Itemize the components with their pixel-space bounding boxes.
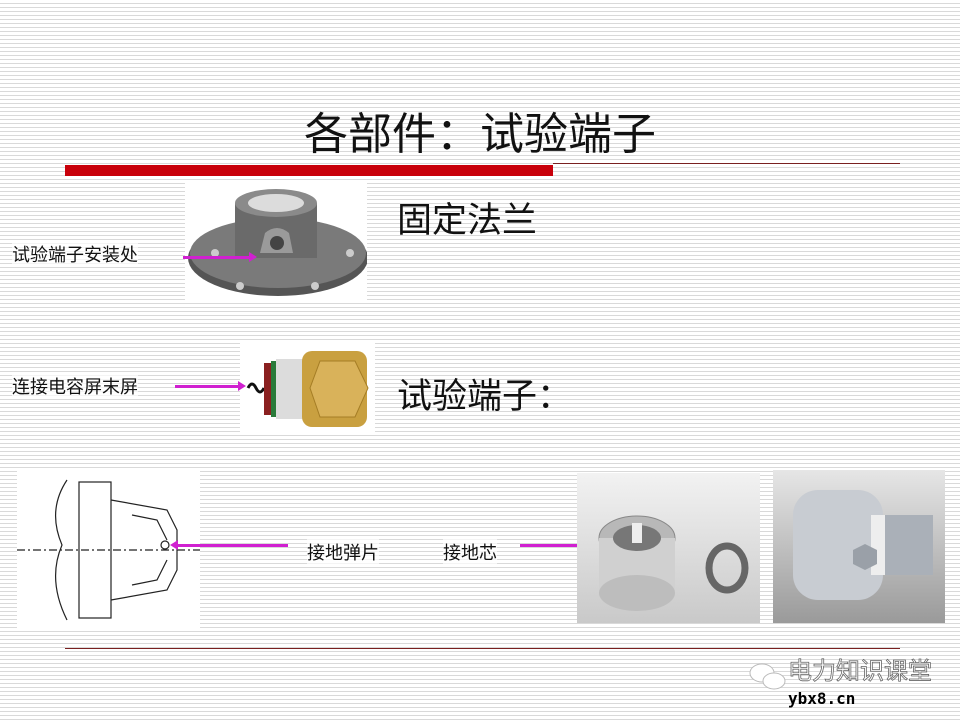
ground-spring-label: 接地弹片 <box>307 539 379 565</box>
terminal-heading: 试验端子： <box>397 377 573 417</box>
flange-heading: 固定法兰 <box>397 201 538 241</box>
watermark-name: 电力知识课堂 <box>788 657 933 686</box>
arrowhead-icon <box>249 252 257 262</box>
wechat-icon <box>749 663 786 690</box>
flange-image <box>185 183 368 303</box>
footer-divider <box>65 648 900 649</box>
ground-spring-arrow <box>178 544 288 547</box>
install-location-label: 试验端子安装处 <box>12 241 138 267</box>
arrowhead-icon <box>238 381 246 391</box>
connect-screen-arrow <box>175 385 240 388</box>
test-terminal-image <box>240 343 375 435</box>
arrowhead-icon <box>170 540 178 550</box>
install-location-arrow <box>183 256 251 259</box>
terminal-assembly-photo <box>773 470 945 623</box>
watermark: 电力知识课堂 ybx8.cn <box>748 656 948 716</box>
title-divider <box>553 163 900 164</box>
ground-core-arrow <box>520 544 605 547</box>
connect-screen-label: 连接电容屏末屏 <box>12 373 138 399</box>
ground-core-label: 接地芯 <box>443 539 497 565</box>
slide-title: 各部件：试验端子 <box>304 109 656 160</box>
watermark-site: ybx8.cn <box>788 689 856 708</box>
title-accent-bar <box>65 165 553 176</box>
cross-section-drawing <box>17 470 200 630</box>
ground-core-photo <box>577 473 760 623</box>
